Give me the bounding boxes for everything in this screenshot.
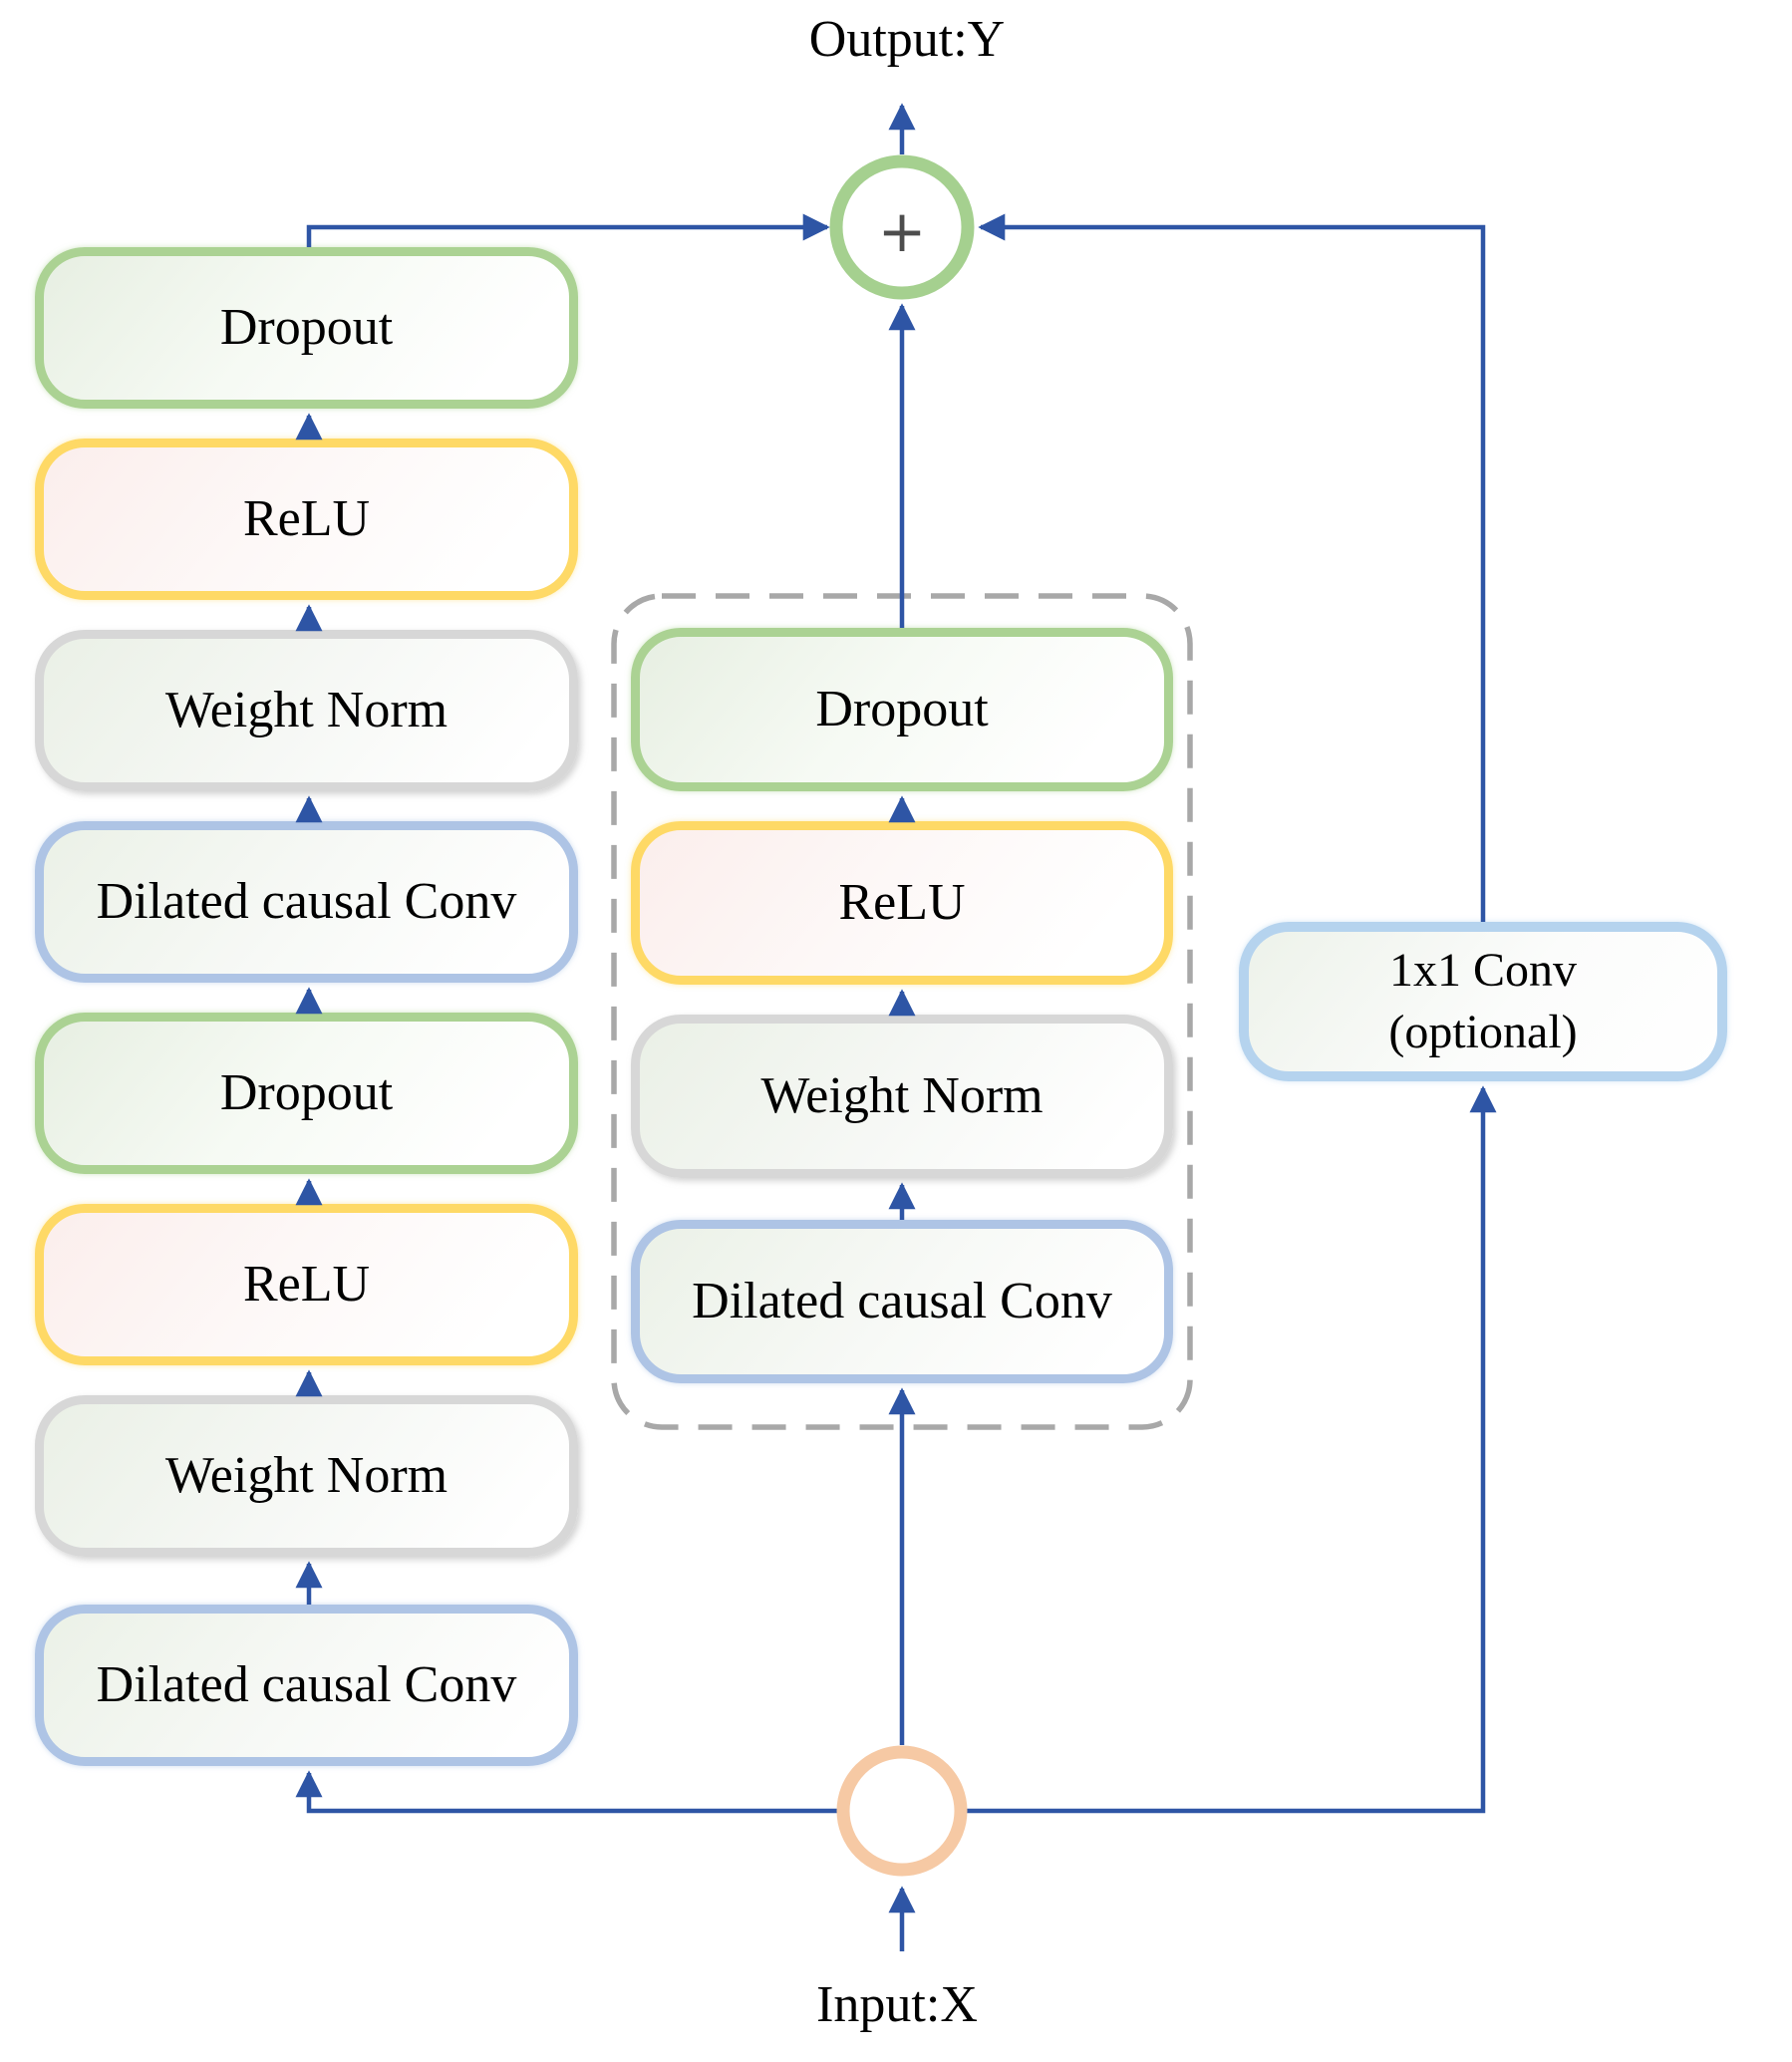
- box-label: Dropout: [219, 1064, 394, 1122]
- residual-label-line1: 1x1 Conv: [1388, 943, 1577, 997]
- inner-box-dilated-causal-conv: Dilated causal Conv: [631, 1220, 1173, 1383]
- box-label: Dilated causal Conv: [96, 1656, 517, 1714]
- input-label: Input:X: [816, 1976, 978, 2033]
- box-label: ReLU: [242, 1256, 371, 1314]
- box-label: Weight Norm: [164, 1447, 448, 1505]
- inner-box-weight-norm: Weight Norm: [631, 1015, 1173, 1178]
- output-label: Output:Y: [808, 11, 1006, 68]
- residual-box-1x1-conv: 1x1 Conv (optional): [1239, 922, 1727, 1081]
- left-box-dilated-causal-conv-2: Dilated causal Conv: [35, 1605, 578, 1766]
- inner-box-dropout: Dropout: [631, 628, 1173, 791]
- box-label: ReLU: [242, 490, 371, 548]
- left-box-dropout-1: Dropout: [35, 247, 578, 409]
- residual-label-line2: (optional): [1388, 1006, 1578, 1058]
- left-box-relu-1: ReLU: [35, 439, 578, 600]
- box-label: Dropout: [219, 299, 394, 357]
- left-box-relu-2: ReLU: [35, 1204, 578, 1365]
- box-label: Dropout: [815, 681, 989, 738]
- box-label: Dilated causal Conv: [96, 873, 517, 931]
- left-box-dilated-causal-conv-1: Dilated causal Conv: [35, 821, 578, 983]
- left-box-weight-norm-2: Weight Norm: [35, 1395, 578, 1557]
- left-box-dropout-2: Dropout: [35, 1013, 578, 1174]
- inner-box-relu: ReLU: [631, 821, 1173, 985]
- box-label: Weight Norm: [164, 682, 448, 739]
- box-label: Dilated causal Conv: [692, 1273, 1112, 1330]
- box-label: Weight Norm: [760, 1067, 1044, 1125]
- left-box-weight-norm-1: Weight Norm: [35, 630, 578, 791]
- box-label: ReLU: [838, 874, 966, 932]
